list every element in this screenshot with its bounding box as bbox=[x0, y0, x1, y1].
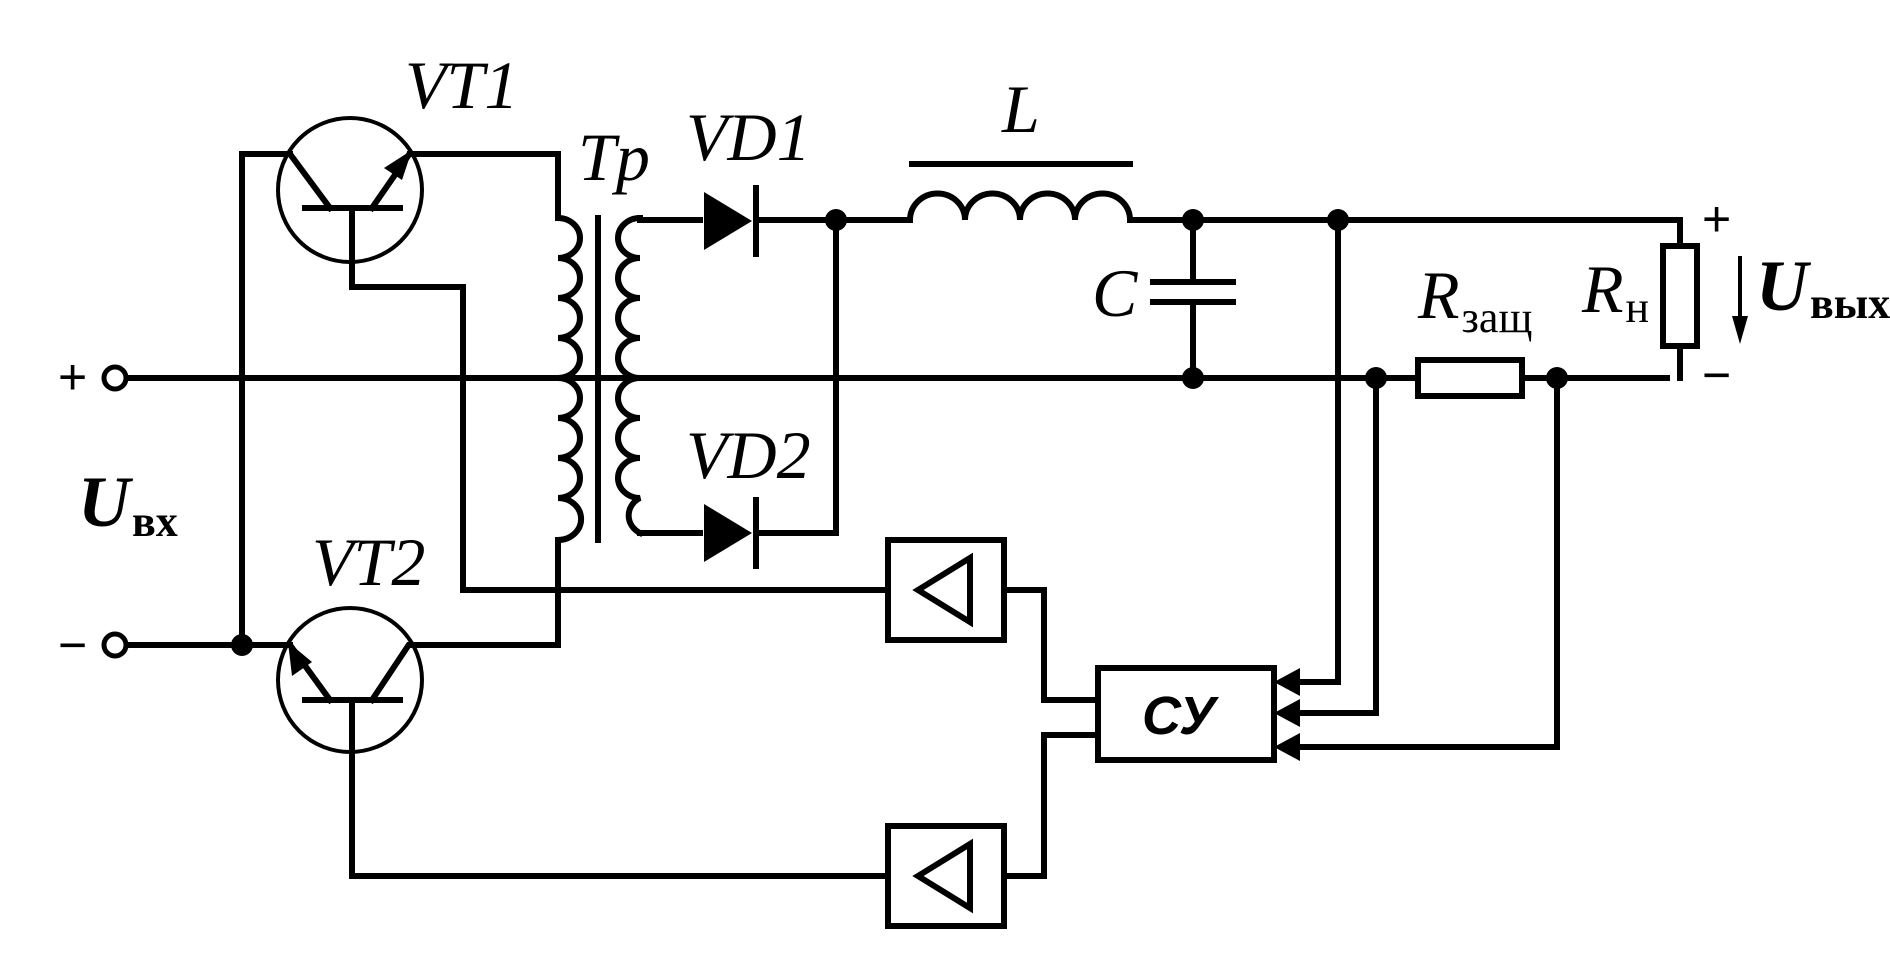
junction-dot bbox=[825, 209, 847, 231]
vt1-emitter-to-primary-top bbox=[407, 151, 561, 221]
rprot-label-main: R bbox=[1417, 257, 1460, 333]
control-unit: СУ bbox=[1095, 665, 1300, 763]
positive-output-rail bbox=[1127, 217, 1683, 249]
sense-wire-3 bbox=[1287, 375, 1560, 750]
amp2-triangle bbox=[912, 838, 973, 914]
diode-vd2: VD2 bbox=[686, 417, 811, 569]
vt1-collector bbox=[285, 149, 335, 213]
transformer-tp: Tp bbox=[554, 119, 650, 544]
junction-dots bbox=[231, 209, 1568, 656]
uin-label-main: U bbox=[78, 462, 134, 542]
uin-label: Uвх bbox=[78, 462, 178, 546]
rprot-label: Rзащ bbox=[1417, 257, 1532, 342]
control-unit-box bbox=[1095, 665, 1277, 763]
su-to-amp1-wire bbox=[1001, 587, 1101, 703]
vd1-label: VD1 bbox=[686, 99, 811, 175]
junction-dot bbox=[1182, 209, 1204, 231]
diode-vd1: VD1 bbox=[686, 99, 811, 257]
rload-label-main: R bbox=[1581, 251, 1624, 327]
uout-label: Uвых bbox=[1756, 246, 1890, 328]
resistor-r-prot: Rзащ bbox=[1373, 257, 1560, 399]
inductor-winding bbox=[906, 190, 1134, 224]
input-terminals: + − bbox=[58, 349, 129, 673]
vd1-anode-triangle bbox=[704, 192, 752, 250]
control-unit-label: СУ bbox=[1142, 686, 1219, 746]
primary-winding bbox=[554, 214, 585, 544]
tp-label: Tp bbox=[578, 119, 650, 195]
secondary-top-lead bbox=[637, 215, 703, 223]
junction-dot bbox=[1327, 209, 1349, 231]
vt2-base-drive-wire bbox=[349, 697, 891, 879]
rprot-label-sub: защ bbox=[1462, 293, 1533, 342]
input-plus-terminal bbox=[101, 364, 129, 392]
rload-body bbox=[1660, 243, 1700, 349]
rprot-body bbox=[1415, 357, 1525, 399]
sense-wire-2 bbox=[1287, 375, 1379, 716]
junction-dot bbox=[1365, 367, 1387, 389]
vt1-collector-wire bbox=[239, 151, 293, 648]
vt1-body bbox=[276, 116, 424, 264]
vt2-to-primary-bottom bbox=[407, 537, 561, 648]
input-minus-sign: − bbox=[58, 617, 87, 673]
vd2-label: VD2 bbox=[686, 417, 811, 493]
vd2-anode-triangle bbox=[704, 504, 752, 562]
rload-label: Rн bbox=[1581, 251, 1649, 332]
inductor-l: L bbox=[906, 71, 1134, 224]
junction-dot bbox=[1182, 367, 1204, 389]
sense-arrow-3 bbox=[1274, 733, 1300, 761]
amp1-box bbox=[885, 537, 1007, 643]
output-voltage: + − Uвых bbox=[1702, 191, 1890, 403]
junction-dot bbox=[1546, 367, 1568, 389]
vt2-collector bbox=[367, 641, 413, 705]
vt2-label: VT2 bbox=[312, 524, 425, 600]
amp2-box bbox=[885, 823, 1007, 929]
sense-arrow-1 bbox=[1274, 668, 1300, 696]
capacitor-label: C bbox=[1092, 255, 1138, 331]
vt1-label: VT1 bbox=[405, 47, 518, 123]
vt2-emitter-arrow bbox=[288, 642, 312, 676]
uout-arrowhead bbox=[1732, 316, 1748, 344]
uout-label-sub: вых bbox=[1810, 279, 1890, 328]
resistor-load: Rн bbox=[1581, 243, 1700, 349]
su-to-amp2-wire bbox=[1001, 732, 1101, 879]
input-minus-terminal bbox=[101, 631, 129, 659]
driver-amplifier-2 bbox=[885, 823, 1007, 929]
input-plus-sign: + bbox=[58, 349, 87, 405]
uin-label-sub: вх bbox=[132, 497, 178, 546]
vd2-to-cathode-node bbox=[755, 217, 839, 536]
capacitor-c: C bbox=[1092, 255, 1236, 331]
amp1-triangle bbox=[912, 552, 973, 628]
vt1-emitter-arrow bbox=[384, 150, 412, 180]
input-voltage: Uвх bbox=[78, 462, 178, 546]
secondary-winding bbox=[615, 214, 645, 538]
transistor-vt2: VT2 bbox=[276, 524, 425, 754]
sense-wire-1 bbox=[1287, 217, 1341, 685]
vt2-body bbox=[276, 606, 424, 754]
driver-amplifier-1 bbox=[885, 537, 1007, 643]
uout-label-main: U bbox=[1756, 246, 1812, 326]
transistor-vt1: VT1 bbox=[276, 47, 518, 264]
inductor-label: L bbox=[1001, 71, 1040, 147]
output-plus-sign: + bbox=[1702, 191, 1731, 247]
junction-dot bbox=[231, 634, 253, 656]
output-minus-sign: − bbox=[1702, 347, 1731, 403]
sense-arrow-2 bbox=[1274, 699, 1300, 727]
rload-label-sub: н bbox=[1626, 283, 1650, 332]
